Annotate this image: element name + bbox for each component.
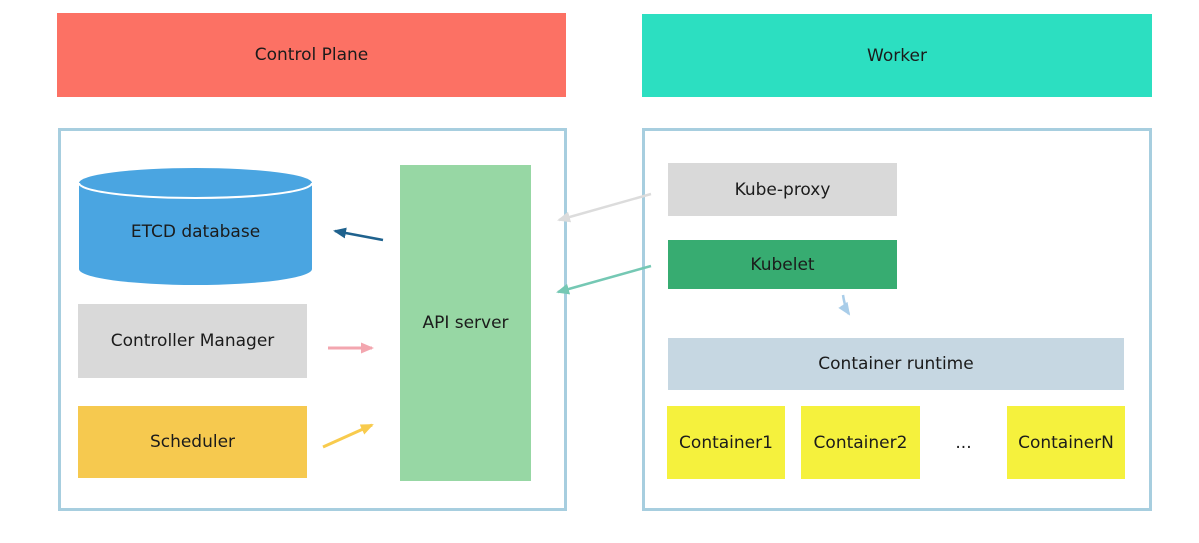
- worker-banner: Worker: [642, 14, 1152, 97]
- cylinder-body: [79, 183, 312, 285]
- kube-proxy-label: Kube-proxy: [734, 179, 831, 200]
- cylinder-top: [79, 168, 312, 198]
- controller-manager-node: Controller Manager: [78, 304, 307, 378]
- arrow-kube-proxy-to-api: [557, 192, 652, 223]
- kubelet-label: Kubelet: [750, 254, 815, 275]
- control-plane-banner-label: Control Plane: [254, 45, 369, 65]
- container-2-node: Container2: [801, 406, 920, 479]
- arrow-kubelet-to-api: [556, 264, 652, 295]
- etcd-database-label: ETCD database: [130, 222, 261, 242]
- container-1-label: Container1: [679, 432, 773, 453]
- container-runtime-label: Container runtime: [818, 354, 974, 374]
- kube-proxy-node: Kube-proxy: [668, 163, 897, 216]
- container-n-node: ContainerN: [1007, 406, 1125, 479]
- containers-ellipsis-label: ...: [955, 432, 972, 453]
- database-cylinder-icon: [78, 168, 313, 285]
- control-plane-banner: Control Plane: [57, 13, 566, 97]
- scheduler-node: Scheduler: [78, 406, 307, 478]
- etcd-database-node: ETCD database: [77, 166, 314, 288]
- container-2-label: Container2: [813, 432, 908, 453]
- cylinder-rim: [78, 182, 313, 199]
- scheduler-label: Scheduler: [149, 432, 236, 452]
- controller-manager-label: Controller Manager: [110, 331, 275, 351]
- worker-group-box: [642, 128, 1152, 511]
- control-plane-group-box: [58, 128, 567, 511]
- container-runtime-node: Container runtime: [668, 338, 1124, 390]
- worker-banner-label: Worker: [867, 45, 927, 66]
- container-1-node: Container1: [667, 406, 785, 479]
- api-server-node: API server: [400, 165, 531, 481]
- api-server-label: API server: [422, 313, 509, 333]
- container-n-label: ContainerN: [1018, 432, 1114, 453]
- kubelet-node: Kubelet: [668, 240, 897, 289]
- containers-ellipsis: ...: [920, 406, 1007, 479]
